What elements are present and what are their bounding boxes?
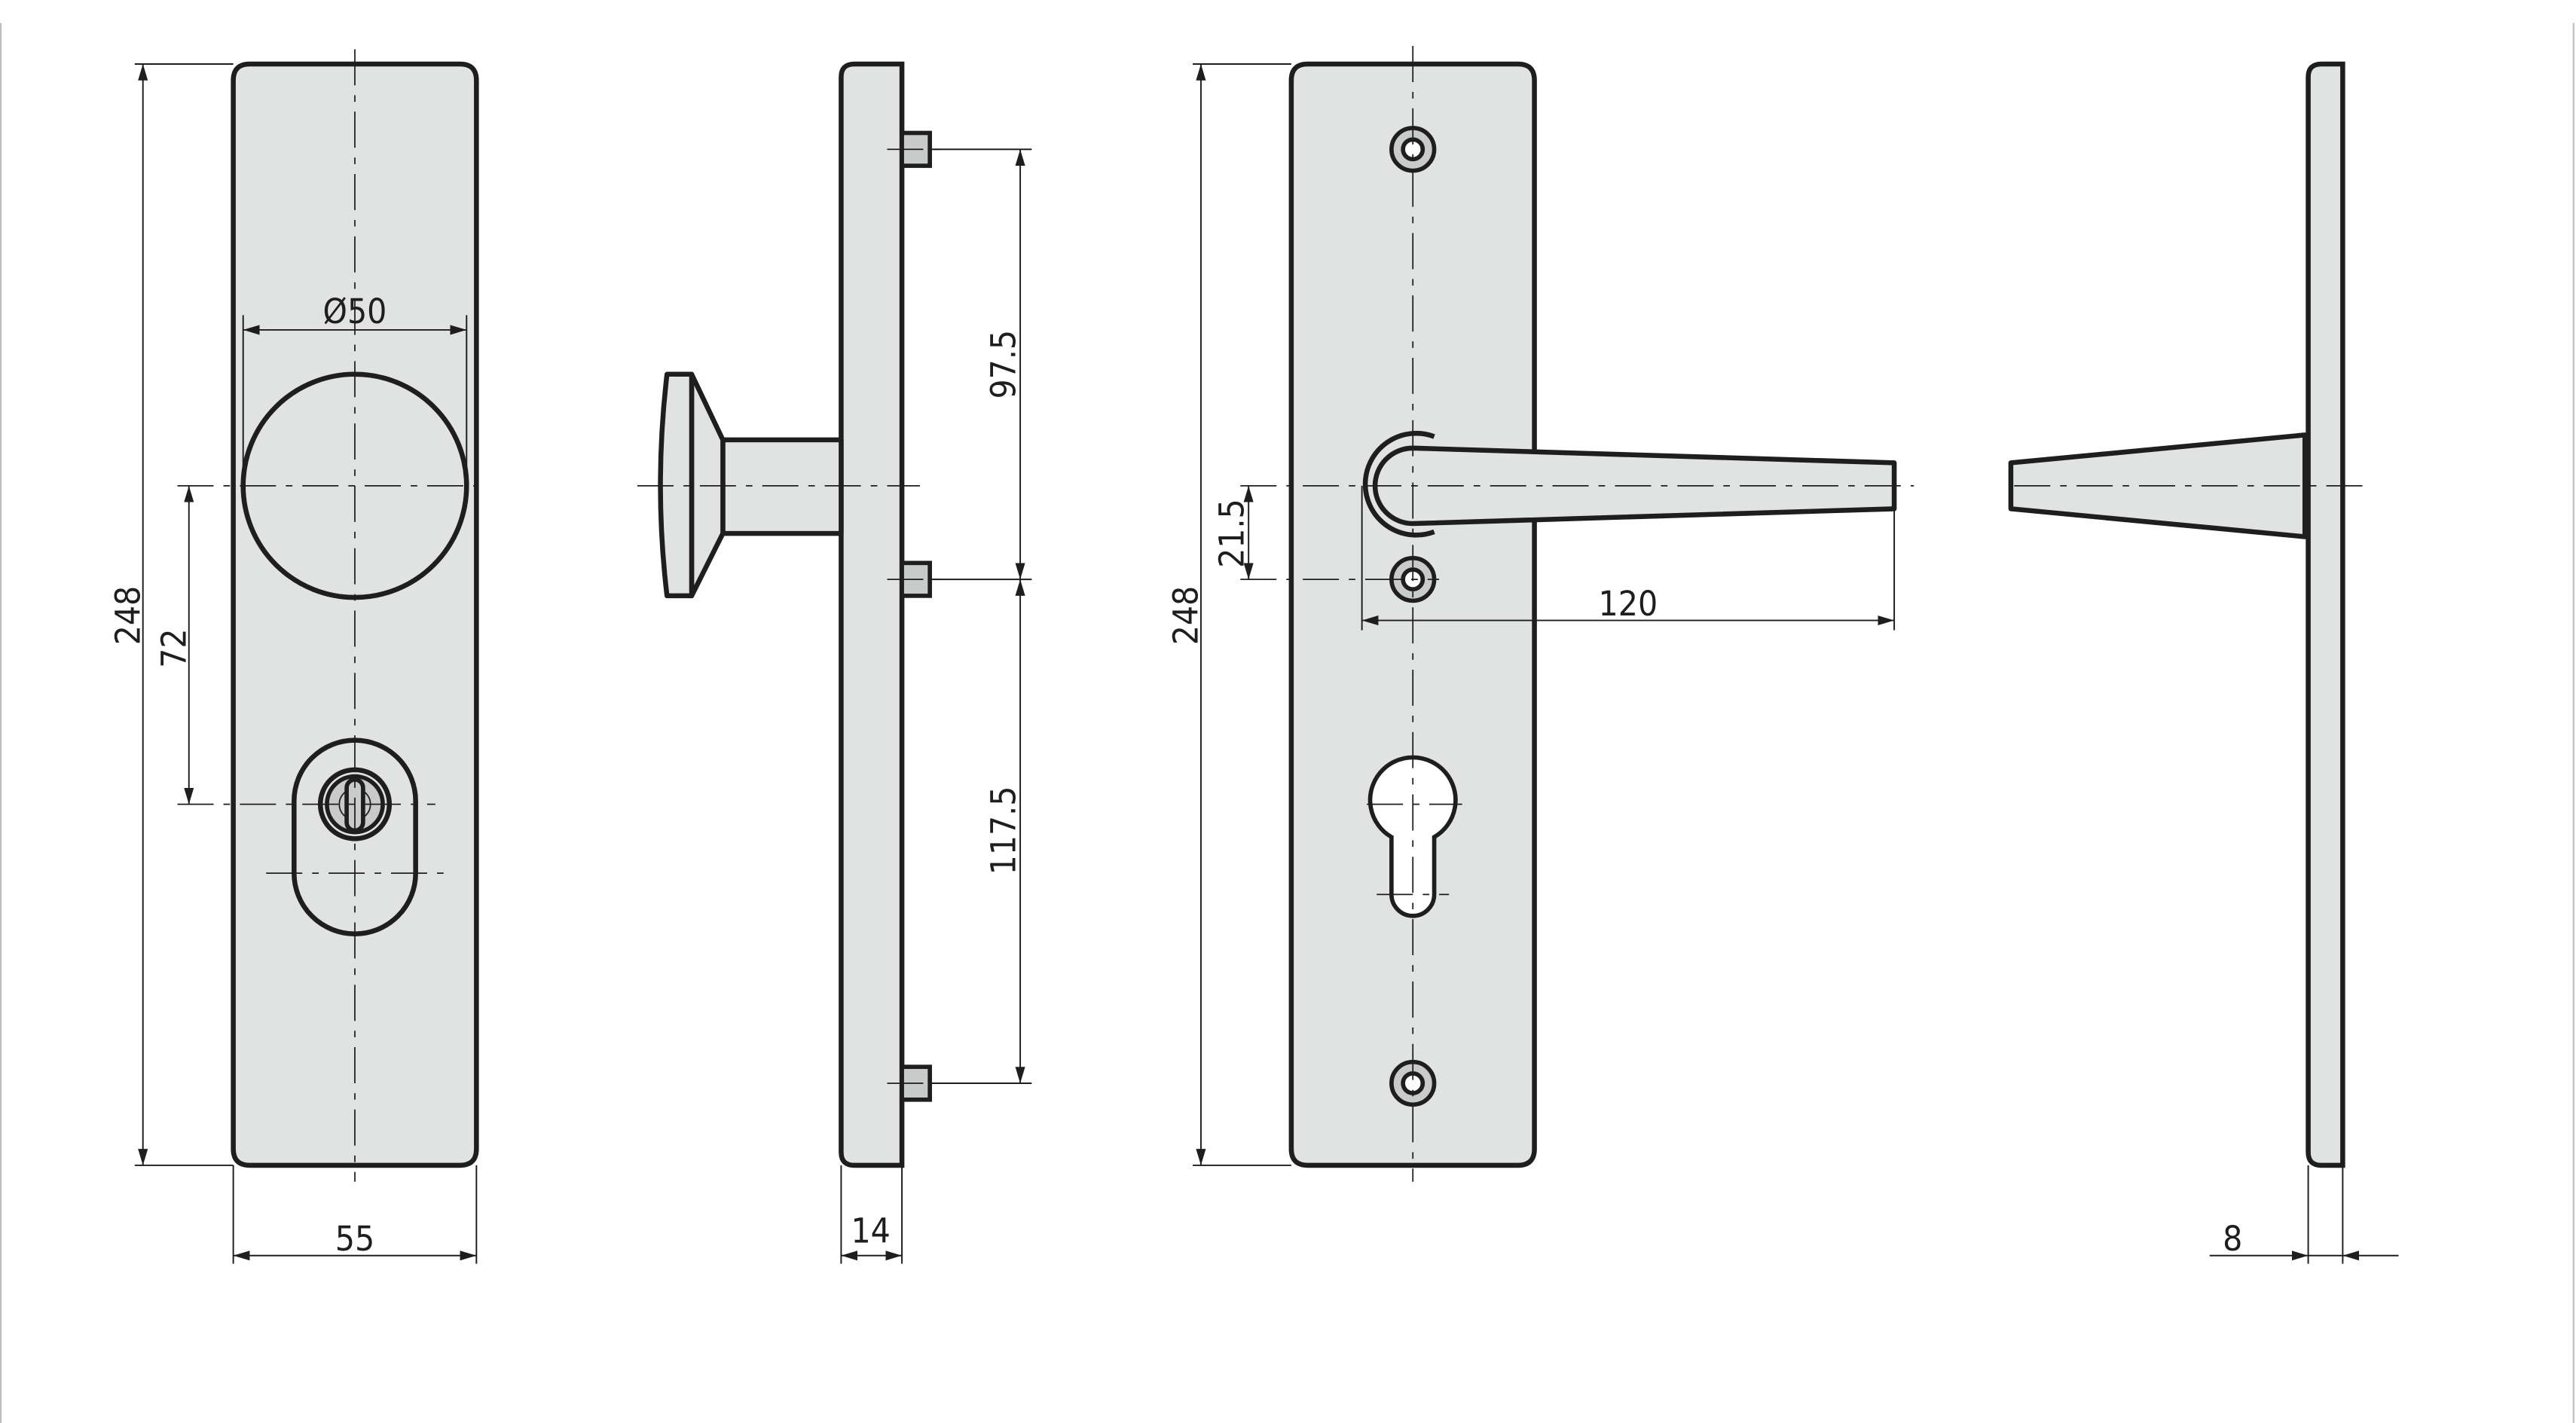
knob-taper — [689, 371, 726, 599]
dim-knob-diameter: Ø50 — [323, 292, 387, 331]
dim-stud-spacing-lower: 117.5 — [984, 786, 1024, 875]
dim-lever-offset: 21.5 — [1212, 499, 1252, 568]
profile-cylinder-cutout — [1367, 755, 1458, 918]
dim-knob-plate-width: 55 — [335, 1219, 374, 1259]
dim-lever-plate-height: 248 — [1166, 586, 1206, 646]
side-plate-outline — [839, 61, 905, 1168]
knob-plate-front-view: 248 72 Ø50 55 — [108, 49, 479, 1264]
lever-side-plate-outline — [2306, 61, 2345, 1168]
knob-head — [658, 371, 695, 599]
dim-knob-plate-height: 248 — [108, 586, 148, 646]
knob-plate-side-view: 97.5 117.5 14 — [637, 61, 1032, 1264]
dim-lever-length: 120 — [1599, 584, 1658, 624]
dim-stud-spacing-upper: 97.5 — [984, 330, 1024, 399]
dim-knob-to-cylinder: 72 — [154, 628, 194, 667]
lever-plate-front-view: 248 21.5 120 — [1166, 46, 1914, 1182]
dim-knob-plate-thickness: 14 — [851, 1211, 890, 1250]
knob-neck — [720, 437, 844, 536]
lever-plate-side-view: 8 — [2008, 61, 2399, 1264]
dim-lever-plate-thickness: 8 — [2223, 1219, 2242, 1259]
